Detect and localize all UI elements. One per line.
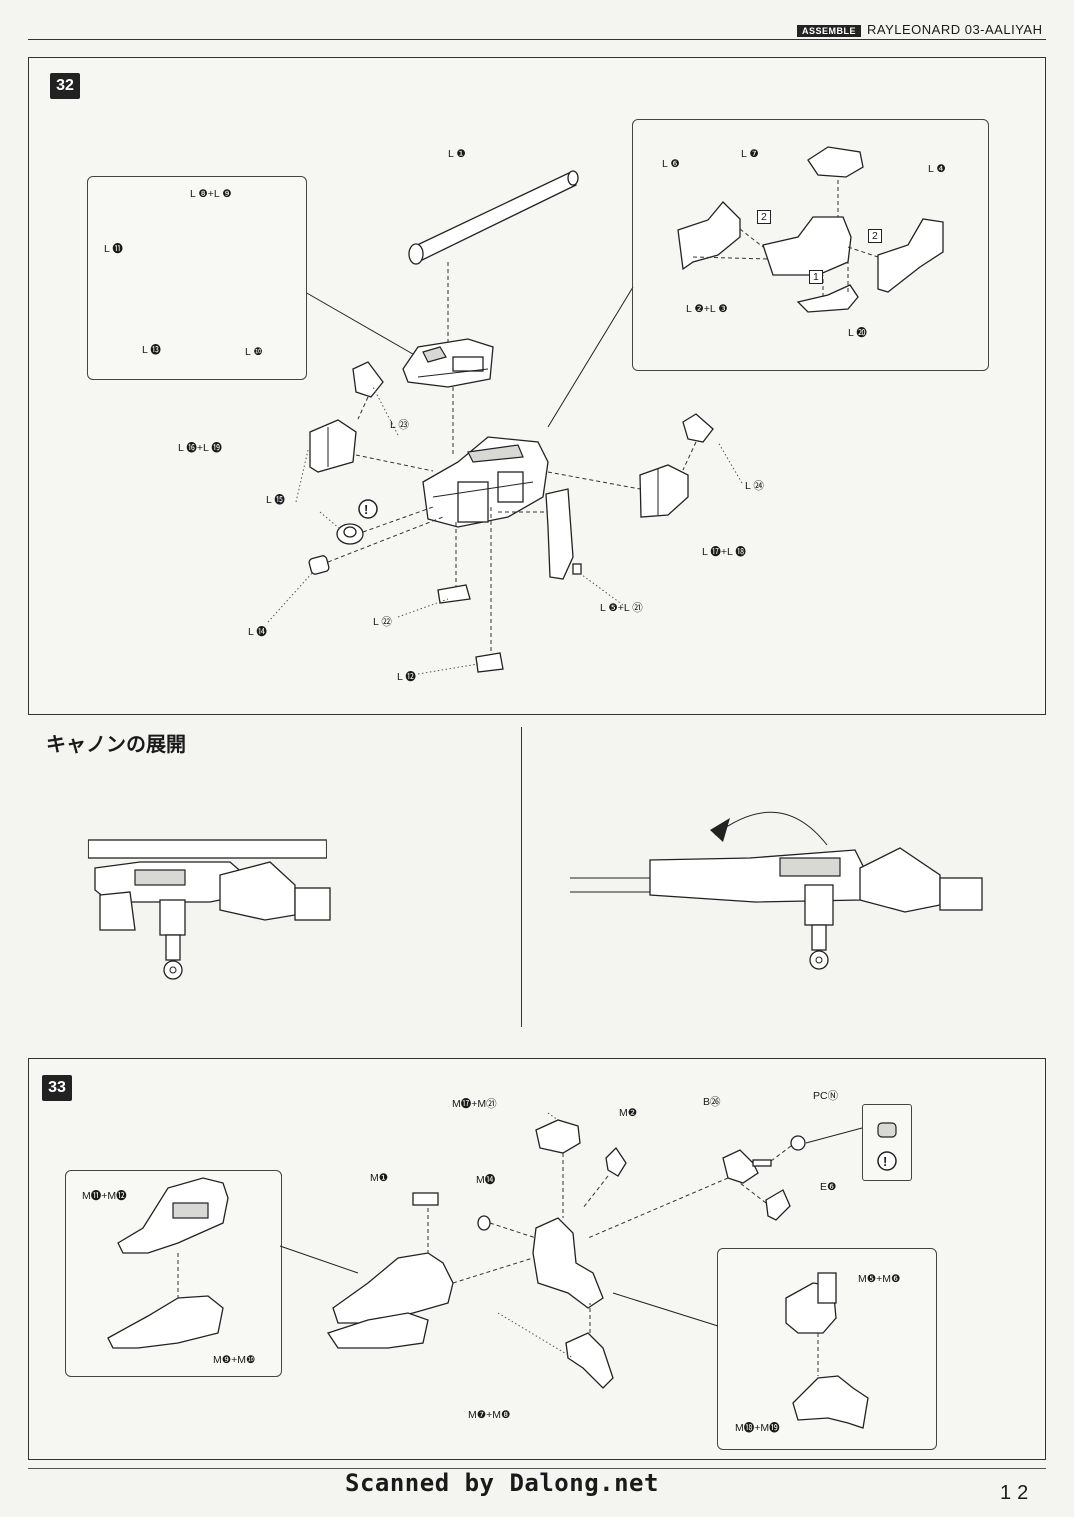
part-l22 — [437, 584, 471, 604]
part-l24 — [682, 413, 714, 443]
label-pcn: PCⓃ — [813, 1090, 839, 1102]
part-l17-l18 — [639, 464, 689, 518]
part-l16-l19 — [309, 419, 357, 473]
label-l15: L ⓯ — [266, 494, 285, 506]
part-l14 — [308, 555, 330, 575]
upper-body-part — [402, 338, 494, 388]
label-l4: L ❹ — [928, 163, 946, 175]
part-l12 — [475, 652, 504, 673]
header-tag: ASSEMBLE — [797, 25, 862, 37]
label-m9-m10: M❾+M❿ — [213, 1354, 256, 1366]
order-2b: 2 — [868, 229, 882, 243]
scan-credit: Scanned by Dalong.net — [345, 1469, 659, 1497]
step-32-number: 32 — [50, 73, 80, 99]
label-m7-m8: M❼+M❽ — [468, 1409, 511, 1421]
cannon-deploy-title: キャノンの展開 — [46, 732, 186, 756]
svg-text:!: ! — [883, 1154, 887, 1169]
label-l16-l19: L ⓰+L ⓳ — [178, 442, 222, 454]
label-l1: L ❶ — [448, 148, 466, 160]
step-32-panel — [28, 57, 1046, 715]
order-2a: 2 — [757, 210, 771, 224]
label-l23: L ㉓ — [390, 419, 409, 431]
footer-rule — [28, 1468, 1046, 1469]
cannon-divider — [521, 727, 522, 1027]
label-m18-m19: M⓲+M⓳ — [735, 1422, 780, 1434]
label-l10: L ❿ — [245, 346, 263, 358]
label-l12: L ⓬ — [397, 671, 416, 683]
label-m1: M❶ — [370, 1172, 389, 1184]
label-l7: L ❼ — [741, 148, 759, 160]
label-l20: L ⓴ — [848, 327, 867, 339]
label-l8-l9: L ❽+L ❾ — [190, 188, 232, 200]
label-m11-m12: M⓫+M⓬ — [82, 1190, 127, 1202]
header-rule — [28, 39, 1046, 40]
label-l24: L ㉔ — [745, 480, 764, 492]
label-l13: L ⓭ — [142, 344, 161, 356]
label-m17-m21: M⓱+M㉑ — [452, 1098, 497, 1110]
main-body-part — [422, 436, 549, 528]
label-m5-m6: M❺+M❻ — [858, 1273, 901, 1285]
label-l5-l21: L ❺+L ㉑ — [600, 602, 643, 614]
label-l2-l3: L ❷+L ❸ — [686, 303, 728, 315]
label-l6: L ❻ — [662, 158, 680, 170]
label-l14: L ⓮ — [248, 626, 267, 638]
cannon-stowed-diagram — [87, 839, 331, 980]
label-m14: M⓮ — [476, 1174, 496, 1186]
svg-text:!: ! — [364, 502, 368, 517]
page-number: 12 — [1000, 1482, 1035, 1504]
part-l15 — [336, 523, 364, 545]
label-l11: L ⓫ — [104, 243, 123, 255]
step-33-diagram: ! — [107, 1112, 897, 1429]
label-e6: E❻ — [820, 1181, 837, 1193]
order-1: 1 — [809, 270, 823, 284]
inset-l2-l3-detail — [677, 146, 944, 313]
label-m2: M❷ — [619, 1107, 638, 1119]
step-33-number: 33 — [42, 1075, 72, 1101]
barrel-part — [408, 170, 579, 265]
label-l17-l18: L ⓱+L ⓲ — [702, 546, 746, 558]
cannon-deployed-diagram — [570, 811, 983, 970]
step-32-right-inset — [632, 119, 989, 371]
header-title: RAYLEONARD 03-AALIYAH — [867, 22, 1043, 37]
label-b26: B㉖ — [703, 1096, 721, 1108]
part-l5-l21 — [545, 488, 582, 580]
label-l22: L ㉒ — [373, 616, 392, 628]
part-l23 — [352, 361, 384, 398]
step-32-left-inset — [87, 176, 307, 380]
